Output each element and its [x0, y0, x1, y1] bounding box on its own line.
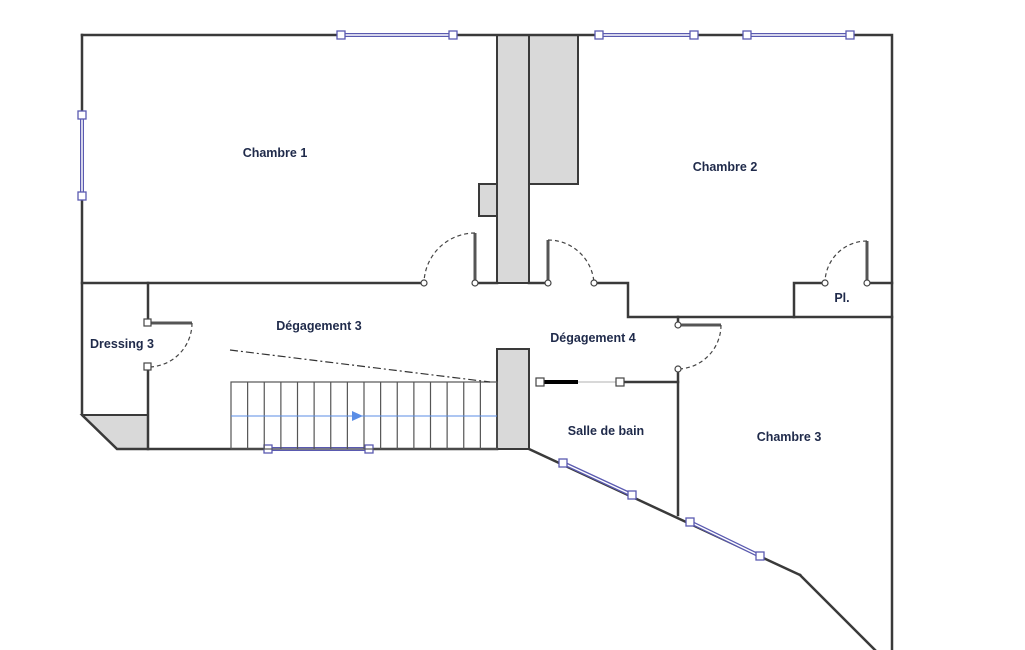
- stair-column: [496, 348, 530, 450]
- room-label-degagement-3: Dégagement 3: [276, 319, 361, 333]
- chimney-niche: [478, 183, 498, 217]
- stair-cut-line: [229, 349, 491, 383]
- window-top-3: [742, 30, 855, 40]
- room-label-chambre-1: Chambre 1: [243, 146, 308, 160]
- room-label-placard: Pl.: [834, 291, 849, 305]
- stair-direction-arrow-icon: [352, 411, 363, 421]
- chimney-duct: [496, 34, 530, 284]
- window-bathroom: [558, 458, 637, 500]
- chimney-block: [528, 34, 579, 185]
- window-top-1: [336, 30, 458, 40]
- room-label-degagement-4: Dégagement 4: [550, 331, 635, 345]
- room-label-salle-de-bain: Salle de bain: [568, 424, 644, 438]
- door-chambre1[interactable]: [420, 232, 479, 287]
- window-top-2: [594, 30, 699, 40]
- door-chambre2[interactable]: [544, 239, 598, 287]
- door-placard[interactable]: [821, 240, 871, 287]
- dressing-corner: [79, 414, 149, 450]
- room-label-chambre-3: Chambre 3: [757, 430, 822, 444]
- room-label-chambre-2: Chambre 2: [693, 160, 758, 174]
- window-left: [77, 110, 87, 201]
- door-chambre3[interactable]: [674, 321, 722, 373]
- room-label-dressing-3: Dressing 3: [90, 337, 154, 351]
- window-chambre3: [685, 517, 765, 561]
- doors: [143, 232, 871, 373]
- windows: [77, 30, 855, 561]
- door-dressing[interactable]: [143, 318, 193, 371]
- walls: [80, 33, 894, 650]
